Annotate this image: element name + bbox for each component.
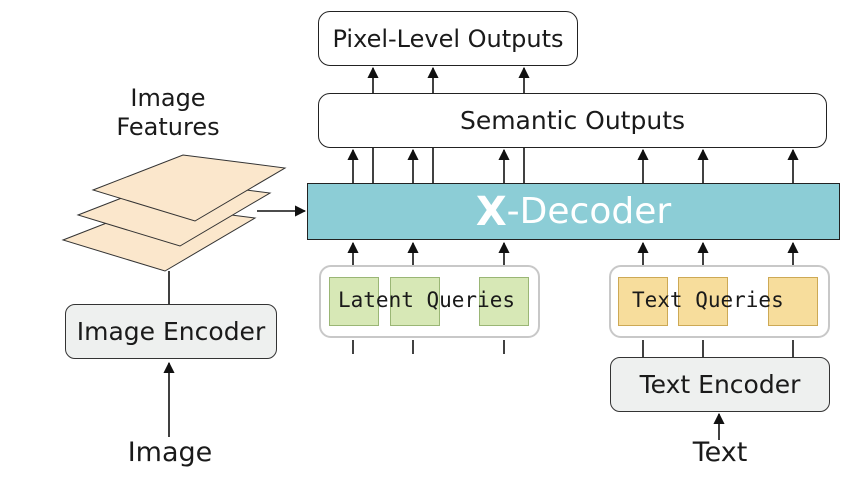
latent-query-token (390, 277, 440, 326)
image-features-line2: Features (116, 112, 220, 141)
x-decoder-mark: X (475, 188, 507, 235)
text-encoder-label: Text Encoder (639, 370, 801, 399)
image-feature-maps (61, 154, 287, 272)
text-input-label: Text (692, 437, 748, 468)
latent-queries-label: Latent Queries (338, 288, 516, 312)
latent-query-token (479, 277, 529, 326)
text-encoder-box: Text Encoder (610, 357, 830, 412)
text-query-token (618, 277, 668, 326)
image-features-line1: Image (130, 84, 206, 112)
image-features-title: Image Features (98, 84, 238, 142)
latent-query-token (329, 277, 379, 326)
text-queries-label: Text Queries (632, 288, 784, 312)
x-decoder-label: -Decoder (506, 191, 672, 232)
pixel-level-outputs-label: Pixel-Level Outputs (332, 24, 564, 53)
pixel-level-outputs-box: Pixel-Level Outputs (318, 11, 578, 66)
semantic-outputs-box: Semantic Outputs (318, 93, 827, 148)
x-decoder-block: X-Decoder (307, 183, 840, 240)
image-encoder-label: Image Encoder (76, 317, 266, 346)
image-input-label: Image (127, 437, 213, 468)
text-query-token (678, 277, 728, 326)
image-encoder-box: Image Encoder (65, 304, 277, 359)
text-query-token (768, 277, 818, 326)
semantic-outputs-label: Semantic Outputs (459, 106, 686, 135)
